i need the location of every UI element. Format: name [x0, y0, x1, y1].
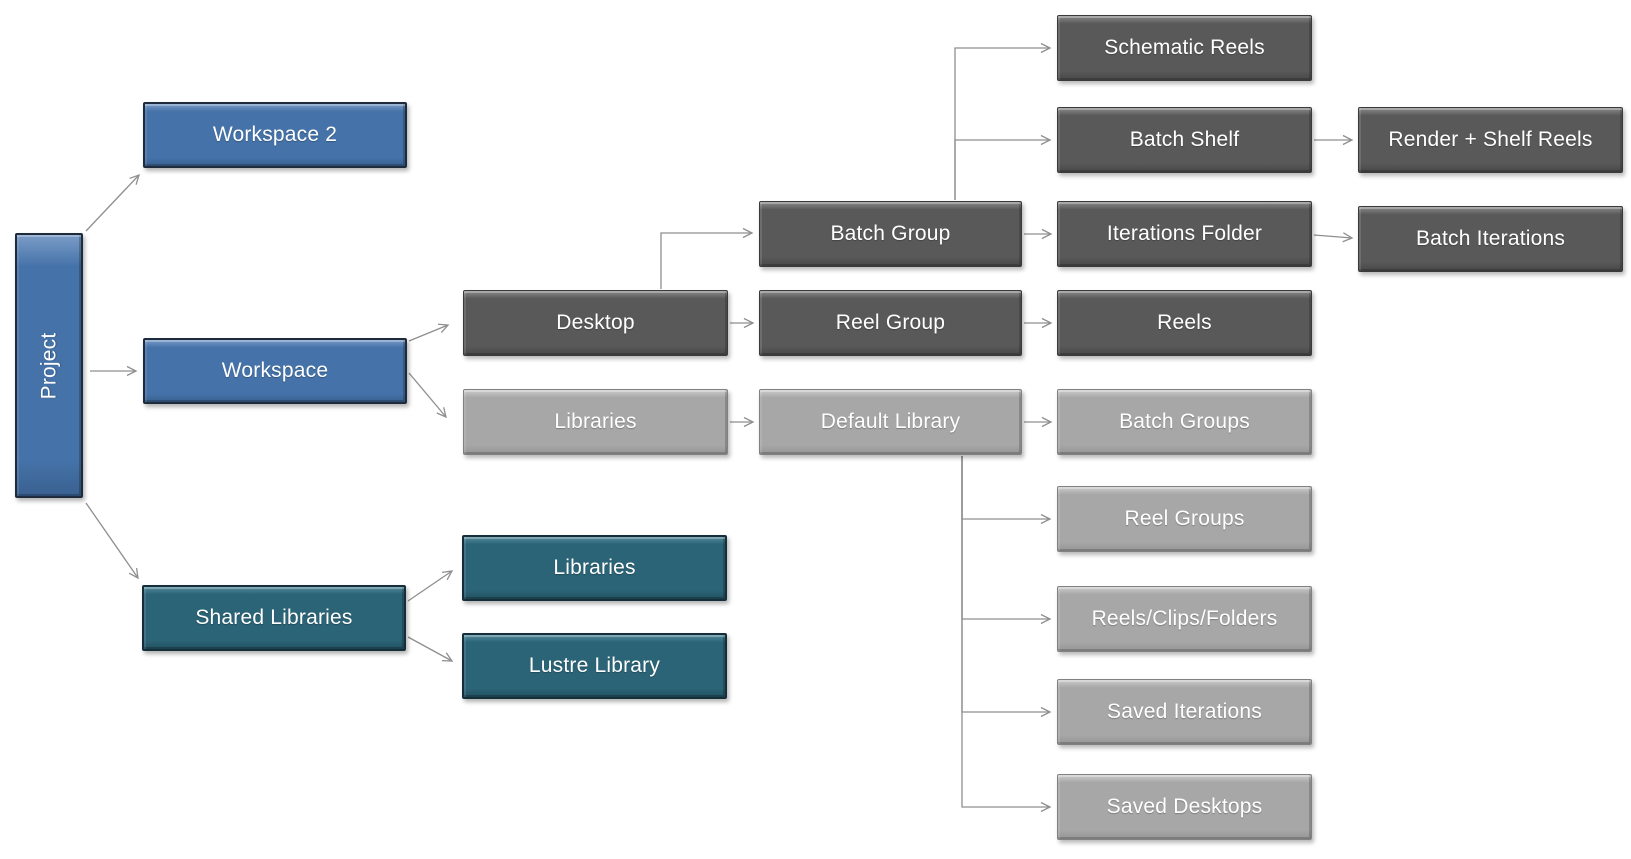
- node-label: Lustre Library: [528, 654, 661, 677]
- node-batch_iterations: Batch Iterations: [1358, 206, 1623, 272]
- node-label: Libraries: [554, 410, 637, 433]
- node-label: Libraries: [553, 556, 636, 579]
- node-reel_groups: Reel Groups: [1057, 486, 1312, 552]
- node-batch_groups: Batch Groups: [1057, 389, 1312, 455]
- node-reel_group: Reel Group: [759, 290, 1022, 356]
- node-label: Batch Group: [830, 222, 951, 245]
- node-workspace: Workspace: [143, 338, 407, 404]
- node-batch_shelf: Batch Shelf: [1057, 107, 1312, 173]
- node-iterations_folder: Iterations Folder: [1057, 201, 1312, 267]
- node-workspace2: Workspace 2: [143, 102, 407, 168]
- edge-default_library-reel_groups: [961, 456, 1052, 525]
- node-saved_desktops: Saved Desktops: [1057, 774, 1312, 840]
- node-shared_libraries: Shared Libraries: [142, 585, 406, 651]
- edge-default_library-saved_desktops: [961, 456, 1052, 813]
- edge-default_library-saved_iterations: [961, 456, 1052, 718]
- node-libraries_shared: Libraries: [462, 535, 727, 601]
- node-label: Schematic Reels: [1104, 36, 1265, 59]
- node-project: Project: [15, 233, 83, 498]
- edge-project-shared_libraries: [85, 502, 139, 580]
- node-label: Reel Groups: [1124, 507, 1245, 530]
- node-label: Batch Shelf: [1129, 128, 1240, 151]
- edge-batch_group-schematic_reels: [954, 42, 1052, 200]
- edge-default_library-reels_clips_folders: [961, 456, 1052, 625]
- node-label: Render + Shelf Reels: [1388, 128, 1593, 151]
- edge-shared_libraries-libraries_shared: [407, 570, 454, 602]
- node-reels: Reels: [1057, 290, 1312, 356]
- node-default_library: Default Library: [759, 389, 1022, 455]
- edge-workspace-libraries_ws: [408, 372, 447, 419]
- edge-project-workspace2: [85, 173, 140, 232]
- node-reels_clips_folders: Reels/Clips/Folders: [1057, 586, 1312, 652]
- node-label: Workspace: [221, 359, 329, 382]
- edge-desktop-batch_group: [660, 227, 754, 289]
- edge-batch_group-batch_shelf: [954, 134, 1052, 200]
- node-label: Batch Iterations: [1415, 227, 1566, 250]
- node-desktop: Desktop: [463, 290, 728, 356]
- node-label: Workspace 2: [212, 123, 338, 146]
- node-schematic_reels: Schematic Reels: [1057, 15, 1312, 81]
- node-label: Shared Libraries: [195, 606, 353, 629]
- node-label: Batch Groups: [1119, 410, 1250, 433]
- edge-iterations_folder-batch_iterations: [1313, 232, 1354, 243]
- node-render_shelf_reels: Render + Shelf Reels: [1358, 107, 1623, 173]
- node-lustre_library: Lustre Library: [462, 633, 727, 699]
- node-batch_group: Batch Group: [759, 201, 1022, 267]
- edge-shared_libraries-lustre_library: [407, 636, 454, 662]
- node-label: Desktop: [556, 311, 635, 334]
- node-label: Reels: [1157, 311, 1212, 334]
- node-saved_iterations: Saved Iterations: [1057, 679, 1312, 745]
- node-label: Saved Desktops: [1106, 795, 1263, 818]
- node-label: Reels/Clips/Folders: [1091, 607, 1278, 630]
- node-label: Reel Group: [835, 311, 946, 334]
- edge-workspace-desktop: [408, 323, 450, 342]
- node-label: Project: [37, 332, 61, 399]
- node-libraries_ws: Libraries: [463, 389, 728, 455]
- node-label: Saved Iterations: [1107, 700, 1262, 723]
- node-label: Iterations Folder: [1106, 222, 1263, 245]
- node-label: Default Library: [820, 410, 961, 433]
